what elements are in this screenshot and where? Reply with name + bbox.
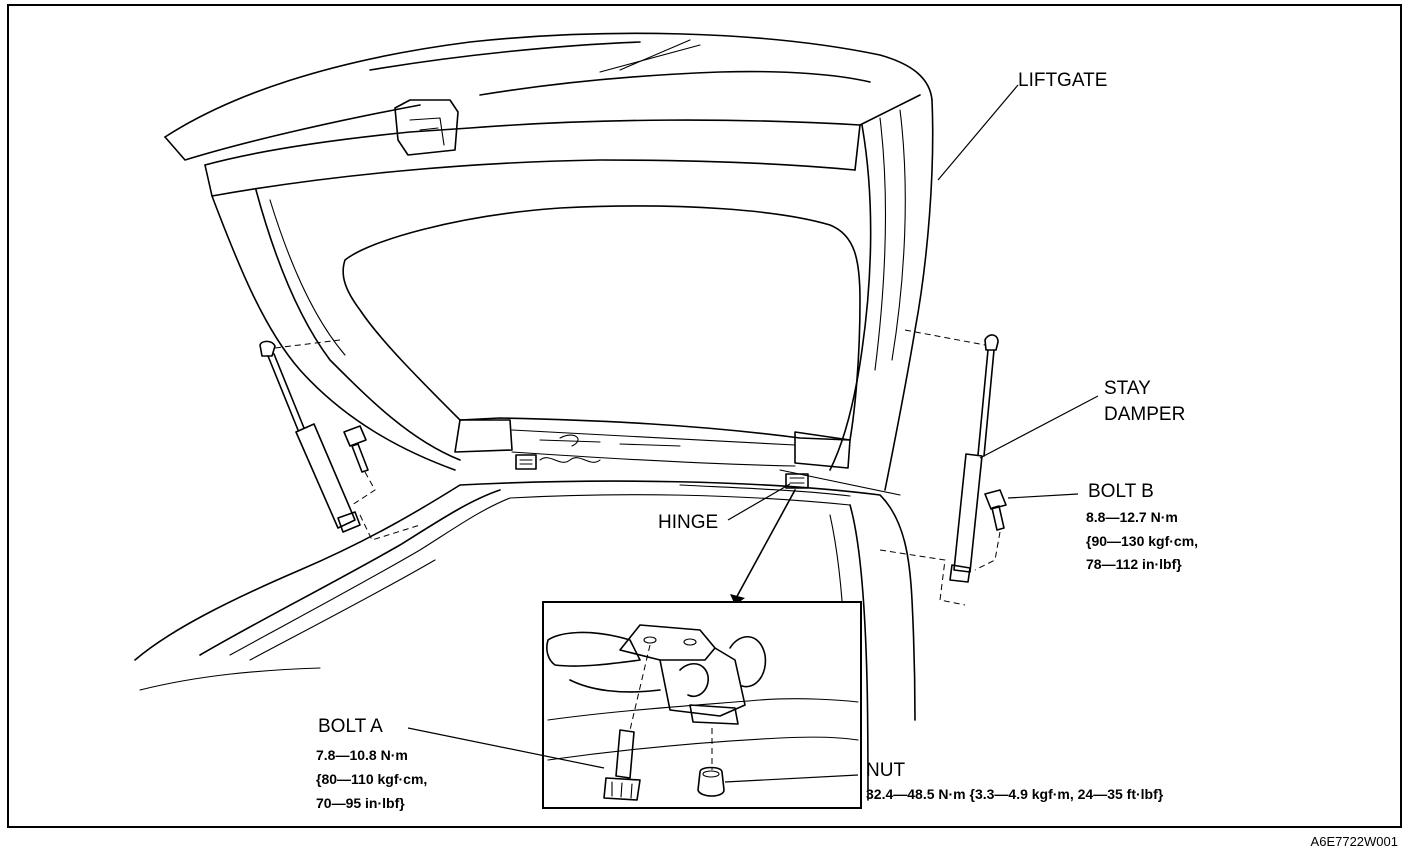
bolt-b — [974, 489, 1007, 571]
bolt-a-label: BOLT A — [318, 716, 383, 737]
bolt-b-label: BOLT B — [1088, 481, 1154, 502]
left-damper-bolt — [343, 425, 376, 506]
stay-damper-label-line1: STAY — [1104, 378, 1151, 399]
bolt-a-spec-line2: {80—110 kgf·cm, — [316, 771, 427, 787]
nut — [697, 766, 725, 797]
stay-damper-label-line2: DAMPER — [1104, 404, 1185, 425]
figure-code: A6E7722W001 — [1311, 834, 1398, 849]
liftgate-drawing — [164, 32, 934, 491]
nut-leader — [724, 774, 859, 783]
bolt-a — [603, 729, 641, 801]
left-stay-damper — [259, 339, 421, 541]
left-hinge — [515, 454, 601, 470]
diagram-frame — [7, 4, 1402, 828]
hinge-detail-inset — [542, 489, 862, 809]
liftgate-label: LIFTGATE — [1018, 70, 1107, 91]
hinge-label: HINGE — [658, 512, 718, 533]
bolt-b-spec-line3: 78—112 in·lbf} — [1086, 556, 1182, 572]
vehicle-body — [134, 469, 916, 801]
nut-spec: 32.4—48.5 N·m {3.3—4.9 kgf·m, 24—35 ft·l… — [866, 786, 1164, 802]
hinge — [785, 473, 809, 489]
hinge-leader — [727, 483, 791, 521]
bolt-b-leader — [1007, 493, 1079, 499]
bolt-a-leader — [407, 727, 605, 769]
bolt-b-spec-line1: 8.8—12.7 N·m — [1086, 509, 1178, 525]
stay-damper — [879, 329, 999, 606]
bolt-b-spec-line2: {90—130 kgf·cm, — [1086, 533, 1198, 549]
stay-damper-leader — [979, 395, 1099, 459]
nut-label: NUT — [866, 760, 905, 781]
bolt-a-spec-line3: 70—95 in·lbf} — [316, 795, 405, 811]
bolt-a-spec-line1: 7.8—10.8 N·m — [316, 747, 408, 763]
liftgate-leader — [937, 84, 1019, 181]
